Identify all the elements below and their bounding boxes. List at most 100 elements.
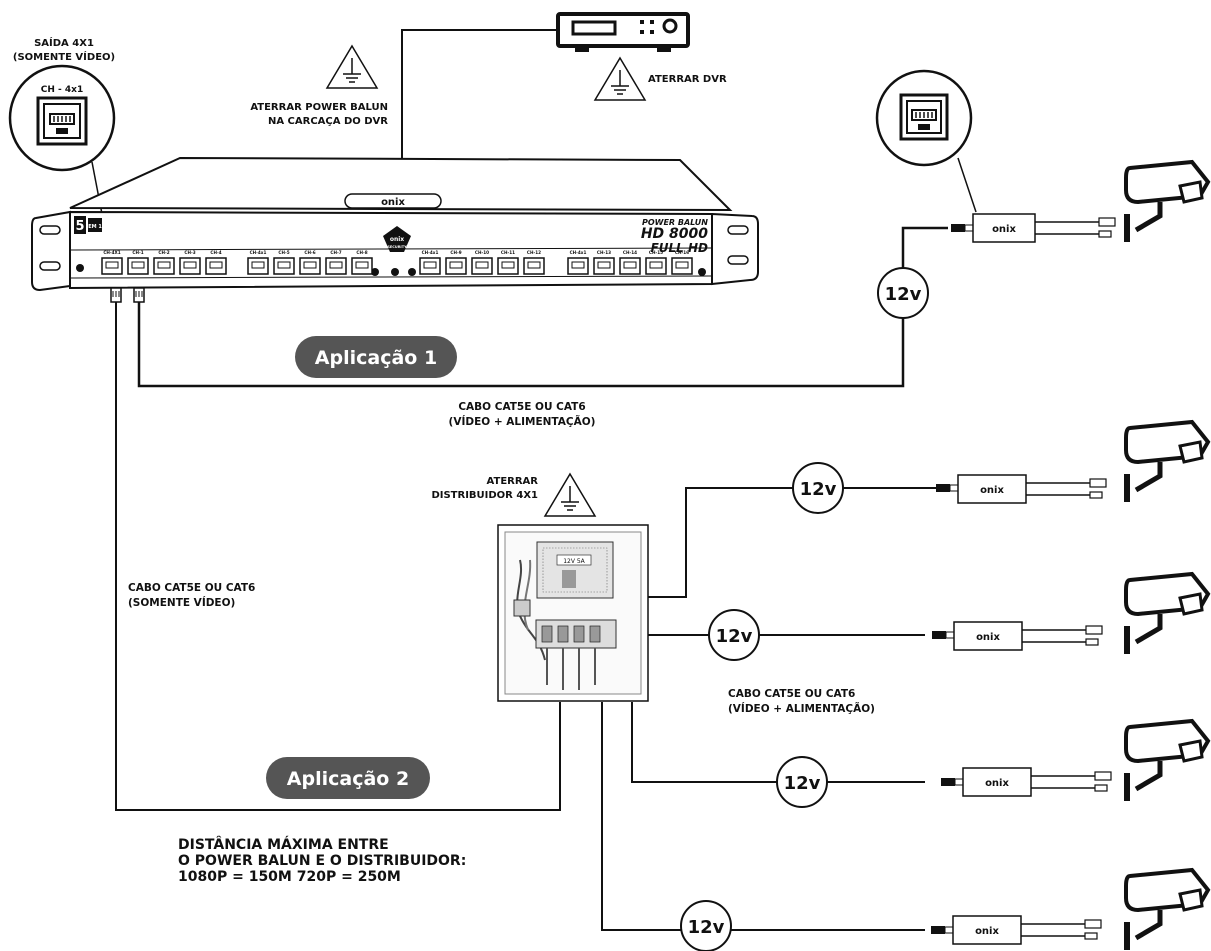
psu-label: 12V 5A (563, 558, 585, 565)
rack-port-label: CH-3 (184, 250, 195, 255)
rack-port: CH-1 (127, 250, 149, 275)
cable-application-1 (137, 226, 948, 388)
saida-label: SAÍDA 4X1 (34, 36, 94, 49)
power-connector-icon (1098, 230, 1112, 238)
rj45-plug-icon (951, 224, 974, 232)
rack-port-label: CH-2 (158, 250, 169, 255)
rack-model-line2: HD 8000 (641, 226, 708, 242)
balun-camera-unit: onix (951, 159, 1211, 243)
rack-model-line1: POWER BALUN (642, 218, 708, 227)
rack-port: CH-8 (351, 250, 373, 275)
dvr-cable (401, 29, 558, 160)
balun-camera-unit: onix (936, 419, 1211, 504)
bnc-connector-icon (1098, 217, 1116, 227)
rack-port-label: CH-10 (475, 250, 489, 255)
aterrar-distributor-sub-label: DISTRIBUIDOR 4X1 (431, 490, 538, 501)
power-balun-rack: onix 5 EM 1 POWER BALUN HD 8000 FULL HD … (31, 156, 759, 292)
bnc-connector-icon (1085, 625, 1103, 635)
balun-label: onix (992, 224, 1016, 235)
aterrar-distributor-label: ATERRAR (487, 476, 539, 487)
rack-port: CH-6 (299, 250, 321, 275)
rack-logo-security: SECURITY (387, 245, 407, 249)
rack-port-label: CH-8 (356, 250, 367, 255)
rack-port-label: CH-13 (597, 250, 611, 255)
rack-port-label: CH-7 (330, 250, 341, 255)
rack-port: CH-4x1 (567, 250, 589, 275)
bnc-connector-icon (1094, 771, 1112, 781)
application-1-label: Aplicação 1 (315, 347, 437, 369)
balun-label: onix (980, 485, 1004, 496)
power-12v-badge: 12v (708, 609, 760, 661)
cable-output-4 (601, 702, 925, 931)
camera-icon (1124, 571, 1211, 654)
cable-label-app1: CABO CAT5E OU CAT6 (458, 401, 585, 413)
power-12v-badge: 12v (776, 756, 828, 808)
rack-port-label: CH-15 (649, 250, 663, 255)
rack-port-label: CH-4X1 (103, 250, 120, 255)
camera-icon (1124, 867, 1211, 950)
ch-4x1-label: CH - 4x1 (41, 85, 83, 95)
power-12v-badge: 12v (680, 900, 732, 951)
rack-port-label: CH-5 (278, 250, 289, 255)
power-12v-label: 12v (784, 773, 821, 794)
camera-icon (1124, 419, 1211, 502)
rack-port: CH-15 (645, 250, 667, 275)
zoom-pointer-right (957, 157, 977, 213)
balun-box (957, 474, 1027, 504)
application-2-label: Aplicação 2 (287, 768, 409, 790)
power-12v-label: 12v (716, 626, 753, 647)
rack-port: CH-9 (445, 250, 467, 275)
power-connector-icon (1089, 491, 1103, 499)
power-12v-label: 12v (800, 479, 837, 500)
cable-output-1 (648, 487, 940, 598)
bnc-connector-icon (1089, 478, 1107, 488)
power-12v-badge: 12v (792, 462, 844, 514)
cable-label-app2-sub: (VÍDEO + ALIMENTAÇÃO) (728, 702, 875, 715)
power-12v-label: 12v (885, 284, 922, 305)
cable-application-2 (115, 302, 561, 811)
distributor-4x1-box: 12V 5A (497, 524, 649, 702)
rack-top-brand: onix (381, 197, 405, 208)
rack-badge-5: 5 (75, 219, 84, 234)
balun-box (962, 767, 1032, 797)
cable-label-video-only: CABO CAT5E OU CAT6 (128, 582, 255, 594)
application-2-pill: Aplicação 2 (266, 757, 430, 799)
balun-box (952, 915, 1022, 945)
rack-port-label: CH-1 (132, 250, 143, 255)
distance-note-line2: O POWER BALUN E O DISTRIBUIDOR: (178, 853, 466, 869)
rj45-port-icon (36, 96, 88, 146)
rj45-plug-icon (932, 631, 955, 639)
rack-port-label: CH-6 (304, 250, 315, 255)
power-connector-icon (1094, 784, 1108, 792)
rack-port: CH-4X1 (101, 250, 123, 275)
rack-port-label: CH-4x1 (422, 250, 439, 255)
rack-port: CH-13 (593, 250, 615, 275)
balun-label: onix (985, 778, 1009, 789)
rack-port: CH-4x1 (247, 250, 269, 275)
ground-icon-powerbalun (325, 44, 379, 89)
balun-box (953, 621, 1023, 651)
rack-port-label: CH-14 (623, 250, 637, 255)
rack-port: CH-2 (153, 250, 175, 275)
cable-label-app2: CABO CAT5E OU CAT6 (728, 688, 855, 700)
dvr-icon (556, 12, 690, 52)
power-12v-label: 12v (688, 917, 725, 938)
rack-port: CH-4x1 (419, 250, 441, 275)
balun-camera-unit: onix (932, 571, 1211, 654)
balun-box (972, 213, 1036, 243)
rack-port: CH-11 (497, 250, 519, 275)
power-connector-icon (1084, 932, 1098, 940)
rj45-plug-icon (133, 287, 145, 303)
camera-icon (1124, 718, 1211, 801)
rack-port: CH-10 (471, 250, 493, 275)
rack-port: CH-5 (273, 250, 295, 275)
port-zoom-left: CH - 4x1 (8, 64, 116, 172)
balun-label: onix (976, 632, 1000, 643)
application-1-pill: Aplicação 1 (295, 336, 457, 378)
ground-icon-distributor (543, 472, 597, 517)
rack-port-label: CH-9 (450, 250, 461, 255)
rj45-plug-icon (110, 287, 122, 303)
aterrar-dvr-label: ATERRAR DVR (648, 74, 727, 85)
rack-port-label: CH-12 (527, 250, 541, 255)
